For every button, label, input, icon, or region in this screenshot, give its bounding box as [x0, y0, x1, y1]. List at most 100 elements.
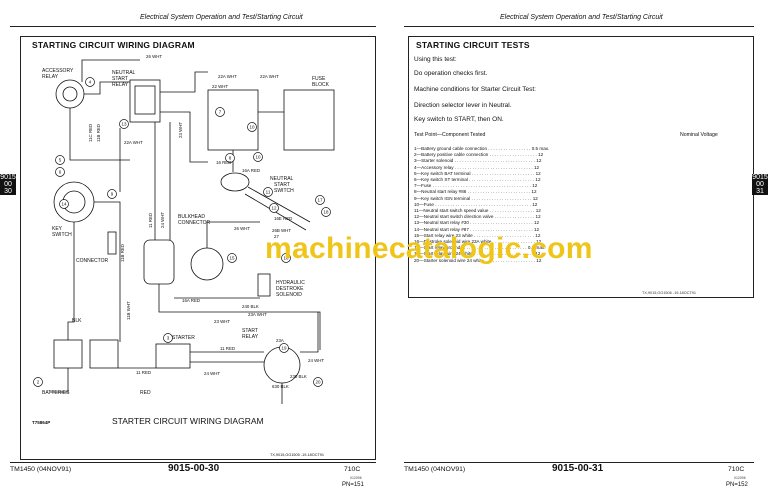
callout-13: 13: [121, 122, 127, 127]
wire-26-wht: 26 WHT: [146, 54, 162, 59]
label-start-relay-1: START: [242, 328, 258, 334]
label-blk: BLK: [72, 318, 82, 324]
wire-11b-red: 11B RED: [96, 124, 101, 142]
footer-code: 012096: [734, 476, 746, 480]
wire-24-wht: 24 WHT: [204, 371, 220, 376]
label-red: RED: [140, 390, 151, 396]
callout-8: 8: [229, 156, 232, 161]
label-relay: RELAY: [42, 74, 59, 80]
label-neutral: NEUTRAL: [112, 70, 136, 76]
test-point-row: 14—Neutral start relay #87 . . . . . . .…: [414, 226, 540, 232]
wiring-diagram: 4 5 6 13 7 10 10 8 11 12 19 20 3 2 15 16…: [32, 54, 335, 457]
callout-7: 7: [219, 110, 222, 115]
callout-9: 9: [111, 192, 114, 197]
wire-23a-wht: 23A WHT: [248, 312, 267, 317]
callout-10b: 10: [255, 155, 261, 160]
label-nss-3: SWITCH: [274, 188, 294, 194]
test-point-row: 1—Battery ground cable connection . . . …: [414, 146, 550, 151]
accessory-relay-shape: [55, 79, 85, 109]
label-bulkhead-connector: CONNECTOR: [178, 220, 211, 226]
table-col-test-point: Test Point—Component Tested: [414, 132, 486, 138]
diagram-frame: [20, 36, 376, 460]
test-point-row: 8—Neutral start relay #86 . . . . . . . …: [414, 189, 537, 195]
test-point-row: 19—Start relay wire 24 white . . . . . .…: [414, 251, 541, 257]
label-relay2: RELAY: [112, 82, 129, 88]
section-title: STARTING CIRCUIT TESTS: [416, 40, 530, 50]
footer-manual: TM1450 (04NOV91): [404, 466, 466, 473]
footer-rule: [404, 462, 754, 463]
label-batteries: BATTERIES: [42, 390, 70, 396]
test-point-row: 9—Key switch IGN terminal . . . . . . . …: [414, 195, 538, 201]
watermark: machinecatalogic.com: [265, 232, 593, 265]
label-bulkhead: BULKHEAD: [178, 214, 205, 220]
wire-23-wht: 23 WHT: [178, 122, 183, 138]
label-start: START: [112, 76, 128, 82]
footer-page-number: 9015-00-31: [552, 463, 604, 474]
tests-frame: [408, 36, 754, 298]
right-page: Electrical System Operation and Test/Sta…: [384, 0, 768, 497]
left-page: Electrical System Operation and Test/Sta…: [10, 14, 376, 488]
running-header: Electrical System Operation and Test/Sta…: [140, 14, 303, 21]
running-header: Electrical System Operation and Test/Sta…: [500, 14, 663, 21]
para-conditions: Machine conditions for Starter Circuit T…: [414, 86, 536, 93]
label-switch: SWITCH: [52, 232, 72, 238]
test-point-row: 5—Key switch BAT terminal . . . . . . . …: [414, 170, 541, 176]
label-block: BLOCK: [312, 82, 330, 88]
wire-22a-wht-relay: 22A WHT: [124, 140, 143, 145]
test-point-row: 2—Battery positive cable connection . . …: [414, 152, 544, 158]
wire-26-wht-b: 26 WHT: [234, 226, 250, 231]
wire-27: 27: [274, 234, 279, 239]
wire-23-wht-b: 23 WHT: [214, 319, 230, 324]
label-destroke: DESTROKE: [276, 286, 304, 292]
right-fig-id: TX,9015,GG1506 -19-18OCT91: [642, 291, 697, 295]
header-rule: [10, 26, 376, 27]
left-fig-id: TX,9015,GG1505 -19-18OCT91: [270, 453, 324, 457]
callout-17: 17: [317, 198, 323, 203]
wire-11-red-b: 11 RED: [136, 370, 151, 375]
test-point-row: 6—Key switch ST terminal . . . . . . . .…: [414, 177, 541, 182]
test-point-row: 20—Starter solenoid wire 24 white . . . …: [414, 257, 542, 263]
label-nss-1: NEUTRAL: [270, 176, 294, 182]
para-operation: Do operation checks first.: [414, 70, 488, 77]
callout-3: 3: [167, 336, 170, 341]
footer-model: 710C: [344, 466, 361, 473]
footer-rule: [10, 462, 376, 463]
callout-15: 15: [229, 256, 235, 261]
label-nss-2: START: [274, 182, 290, 188]
footer-pn: PN=152: [726, 482, 748, 488]
label-start-relay-2: RELAY: [242, 334, 259, 340]
callout-5: 5: [59, 158, 62, 163]
callout-20: 20: [315, 380, 321, 385]
para-key-switch: Key switch to START, then ON.: [414, 116, 504, 123]
wire-630-blk: 630 BLK: [272, 384, 289, 389]
footer-pn: PN=151: [342, 482, 364, 488]
test-point-row: 15—Start relay wire 23 white . . . . . .…: [414, 232, 541, 238]
label-connector: CONNECTOR: [76, 258, 109, 264]
wire-16e-red: 16E RED: [274, 216, 292, 221]
callout-14: 14: [61, 202, 67, 207]
callout-16: 16: [283, 256, 289, 261]
para-using: Using this test:: [414, 56, 457, 63]
wire-230-blk: 230 BLK: [290, 374, 307, 379]
section-title: STARTING CIRCUIT WIRING DIAGRAM: [32, 40, 195, 50]
wire-24-wht-c: 24 WHT: [160, 212, 165, 228]
callout-6: 6: [59, 170, 62, 175]
wire-11-red-c: 11 RED: [148, 213, 153, 228]
wire-24-wht-b: 24 WHT: [308, 358, 324, 363]
logo-code: T75864P: [32, 420, 50, 425]
label-starter: STARTER: [172, 335, 195, 341]
wire-11c-red: 11C RED: [88, 124, 93, 142]
header-rule: [404, 26, 754, 27]
test-point-row: 12—Neutral start switch direction valve …: [414, 214, 541, 220]
wire-11b-red-b: 11B RED: [120, 244, 125, 262]
callout-11: 11: [266, 190, 271, 195]
footer-code: 012096: [350, 476, 362, 480]
callout-4: 4: [89, 80, 92, 85]
callout-19: 19: [281, 346, 287, 351]
test-point-row: 13—Neutral start relay #30 . . . . . . .…: [414, 220, 540, 226]
label-accessory: ACCESSORY: [42, 68, 74, 74]
label-fuse: FUSE: [312, 76, 326, 82]
wire-22a-wht-b: 22A WHT: [260, 74, 279, 79]
